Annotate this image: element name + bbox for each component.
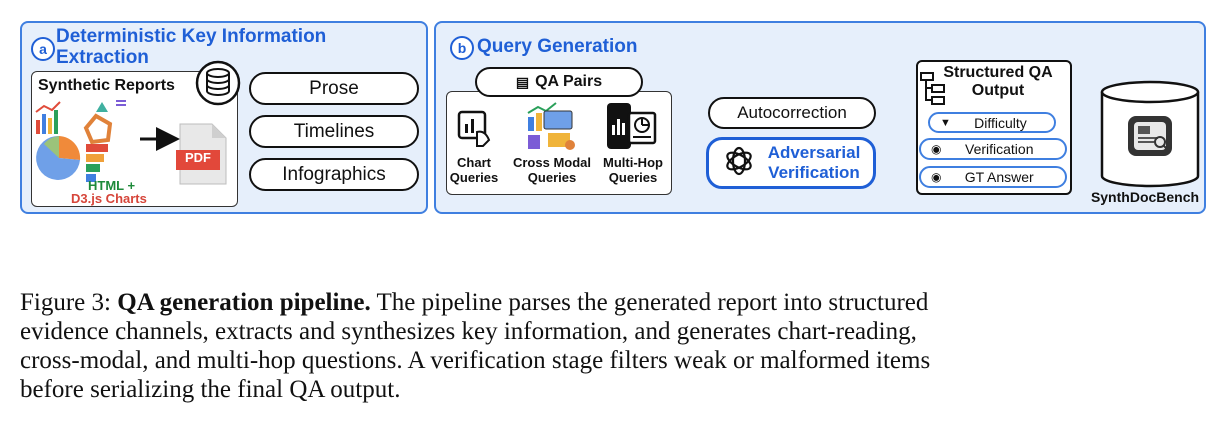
- qa-document-icon: ▤: [515, 73, 530, 90]
- caption-bold-title: QA generation pipeline.: [117, 289, 371, 316]
- verification-tag: ◉ Verification: [919, 138, 1067, 160]
- caption-line-1-text: The pipeline parses the generated report…: [376, 289, 929, 316]
- panel-a-badge: a: [31, 37, 55, 61]
- filter-icon: ▼: [940, 116, 951, 129]
- panel-a-title: Deterministic Key Information Extraction: [56, 26, 327, 68]
- qa-pairs-label: QA Pairs: [535, 73, 603, 90]
- difficulty-tag: ▼ Difficulty: [928, 112, 1056, 133]
- database-icon: [195, 60, 241, 111]
- output-timelines: Timelines: [249, 115, 419, 148]
- difficulty-label: Difficulty: [974, 114, 1027, 131]
- panel-b-badge: b: [450, 36, 474, 60]
- caption-line-2: evidence channels, extracts and synthesi…: [20, 318, 917, 345]
- caption-line-4: before serializing the final QA output.: [20, 376, 401, 403]
- qa-pairs-pill: ▤ QA Pairs: [475, 67, 643, 97]
- synthdocbench-database-icon: [1100, 80, 1200, 195]
- cross-modal-icon: [526, 101, 580, 156]
- panel-b-title: Query Generation: [477, 36, 638, 57]
- pdf-label: PDF: [185, 150, 211, 165]
- caption-line-3: cross-modal, and multi-hop questions. A …: [20, 347, 931, 374]
- d3-charts-label: D3.js Charts: [71, 191, 147, 206]
- verification-label: Verification: [965, 141, 1034, 157]
- pdf-file-icon: [176, 122, 228, 186]
- synthdocbench-label: SynthDocBench: [1090, 189, 1200, 205]
- autocorrection-pill: Autocorrection: [708, 97, 876, 129]
- caption-line-1: Figure 3: QA generation pipeline. The pi…: [20, 288, 1215, 317]
- output-infographics: Infographics: [249, 158, 419, 191]
- synthetic-reports-label: Synthetic Reports: [38, 77, 175, 94]
- figure-caption: Figure 3: QA generation pipeline. The pi…: [20, 288, 1215, 404]
- chart-touch-icon: [457, 108, 493, 153]
- output-prose: Prose: [249, 72, 419, 105]
- html-label: HTML +: [88, 178, 136, 193]
- multi-hop-phone-icon: [603, 101, 659, 156]
- gt-answer-label: GT Answer: [964, 169, 1034, 185]
- structure-tree-icon: [920, 72, 946, 111]
- openai-logo-icon: [723, 145, 755, 182]
- answer-badge-icon: ◉: [931, 170, 942, 184]
- badge-check-icon: ◉: [931, 142, 942, 156]
- gt-answer-tag: ◉ GT Answer: [919, 166, 1067, 188]
- report-charts-icon: [34, 98, 134, 193]
- caption-figure-label: Figure 3:: [20, 289, 111, 316]
